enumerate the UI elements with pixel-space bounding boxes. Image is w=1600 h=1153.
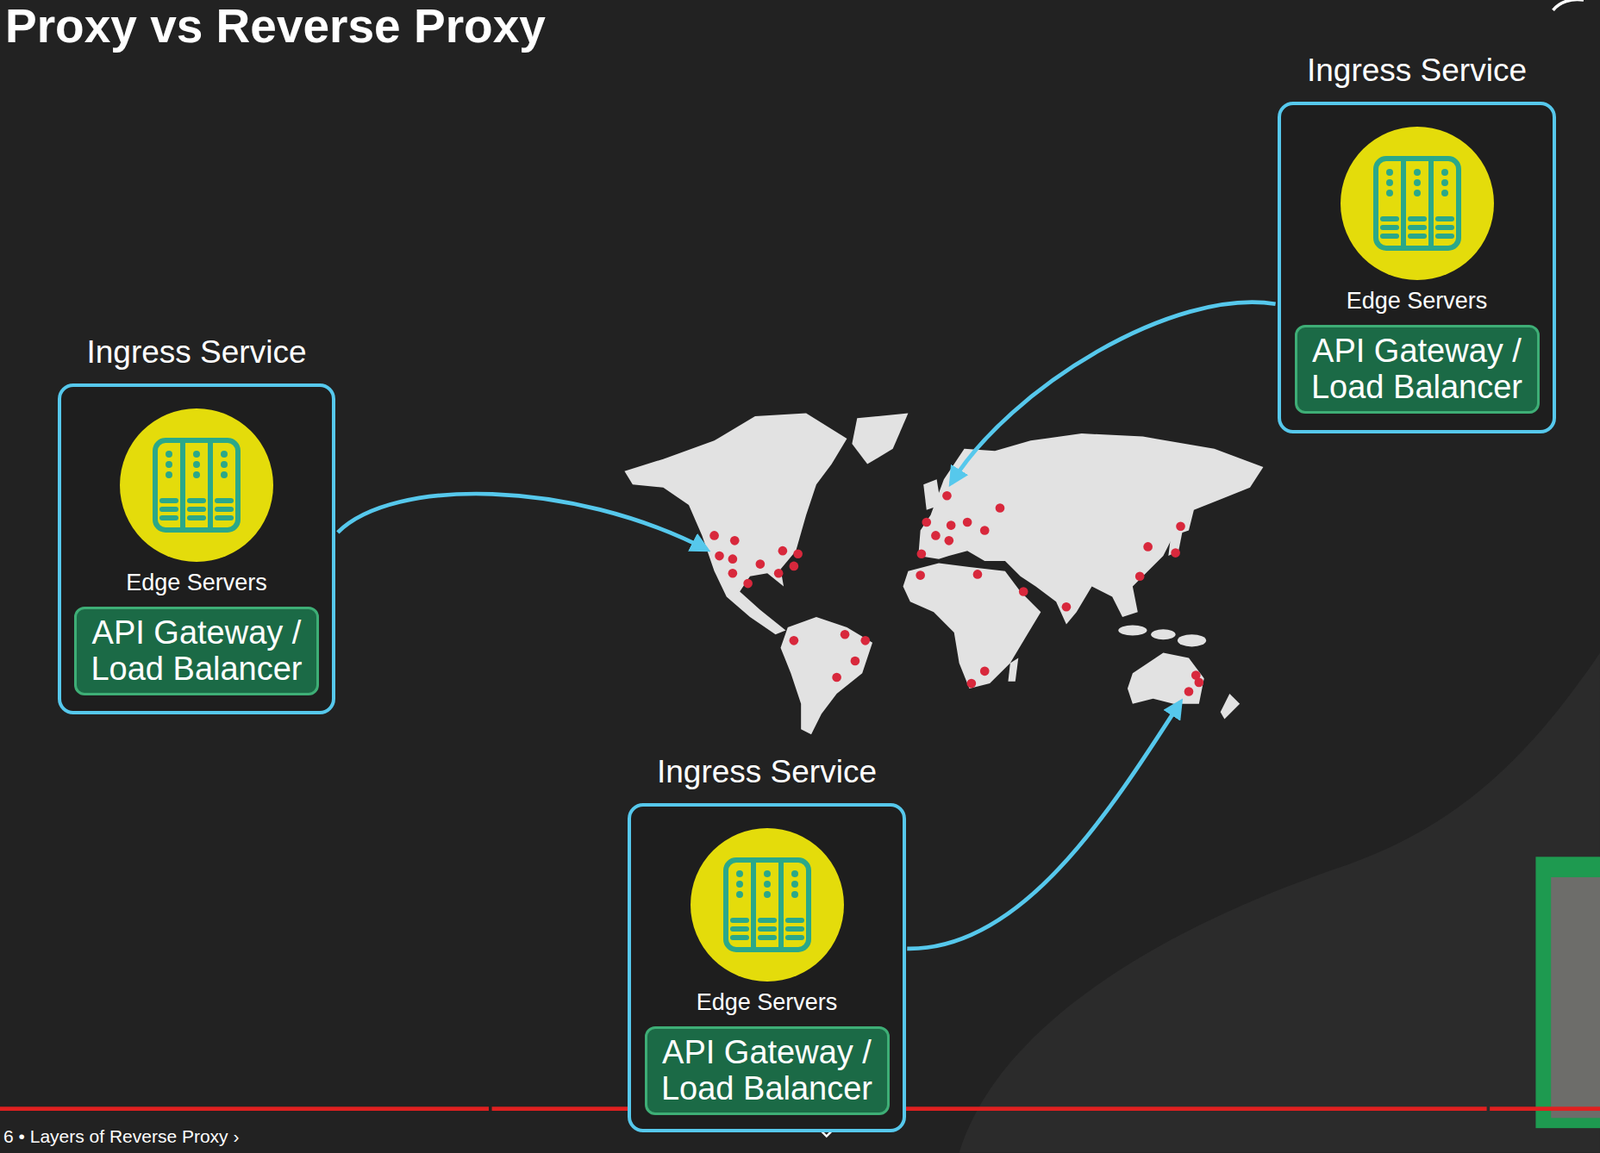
pop-dot [973,569,983,580]
edge-server-circle: Edge Servers [1281,125,1553,320]
webcam-video [1550,877,1600,1119]
service-heading: Ingress Service [1255,51,1579,90]
progress-bar [1489,1106,1600,1112]
madagascar [1007,657,1019,682]
pop-dot [1135,571,1145,582]
pop-dot [1170,548,1181,558]
britain [923,479,941,511]
pop-dot [831,673,842,683]
pop-dot [860,636,870,646]
pop-dot [743,579,753,589]
pop-dot [728,554,738,564]
gateway-box: API Gateway / Load Balancer [74,606,319,696]
gateway-label: API Gateway / Load Balancer [1303,333,1532,407]
edge-server-label: Edge Servers [61,568,332,597]
pop-dot [728,568,738,579]
pop-dot [850,656,861,667]
pop-dot [921,518,932,528]
pop-dot [942,491,952,501]
pop-dot [915,570,925,581]
gateway-label: API Gateway / Load Balancer [82,615,311,688]
new-zealand [1220,693,1240,720]
service-heading: Ingress Service [605,753,929,792]
pop-dot [1193,678,1204,688]
south-america [781,617,874,735]
edge-server-label: Edge Servers [1281,287,1553,315]
server-icon [689,827,845,983]
australia [1127,653,1205,705]
world-map [624,412,1263,735]
greenland [851,412,908,464]
africa [903,562,1042,689]
pop-dot [995,503,1006,513]
service-heading: Ingress Service [35,333,358,372]
pop-dots [709,491,1204,697]
webcam-frame [1535,856,1600,1129]
pop-dot [962,518,973,528]
edge-server-circle: Edge Servers [631,827,903,1022]
pop-dot [1018,587,1029,597]
pop-dot [789,636,800,646]
progress-bar [0,1106,489,1112]
ingress-service-box: Ingress ServiceEdge ServersAPI Gateway /… [627,803,907,1133]
north-america [624,412,847,635]
pop-dot [709,531,719,541]
gateway-box: API Gateway / Load Balancer [1294,325,1540,414]
pop-dot [980,525,990,536]
background-wave [959,653,1600,1153]
island [1150,629,1175,640]
pop-dot [774,568,784,579]
edge-server-label: Edge Servers [631,988,903,1017]
pop-dot [931,531,941,541]
pop-dot [756,559,766,569]
island [1118,625,1147,637]
pop-dot [730,536,740,546]
pop-dot [1184,687,1194,697]
pop-dot [793,549,803,559]
pop-dot [967,679,977,689]
pop-dot [1062,602,1072,613]
pop-dot [714,551,725,562]
pop-dot [1143,542,1153,552]
pop-dot [946,520,957,531]
island [1177,634,1207,647]
ingress-service-box: Ingress ServiceEdge ServersAPI Gateway /… [57,383,336,715]
edge-server-circle: Edge Servers [61,407,332,602]
server-icon [1339,125,1495,282]
pop-dot [917,549,927,559]
pointer-arrow [337,493,707,550]
slide-title: Proxy vs Reverse Proxy [5,0,546,53]
pop-dot [840,630,850,640]
pointer-arrow [950,302,1275,484]
gateway-label: API Gateway / Load Balancer [653,1035,882,1108]
logo-fragment [1553,0,1585,11]
ingress-service-box: Ingress ServiceEdge ServersAPI Gateway /… [1277,101,1557,434]
pointer-arrow [906,701,1181,949]
gateway-box: API Gateway / Load Balancer [644,1026,890,1116]
pop-dot [778,546,788,557]
server-icon [118,407,275,563]
pop-dot [980,667,990,677]
chapter-label: 6 • Layers of Reverse Proxy › [3,1125,239,1148]
pop-dot [789,562,800,572]
pop-dot [1175,521,1186,532]
pop-dot [943,536,954,546]
